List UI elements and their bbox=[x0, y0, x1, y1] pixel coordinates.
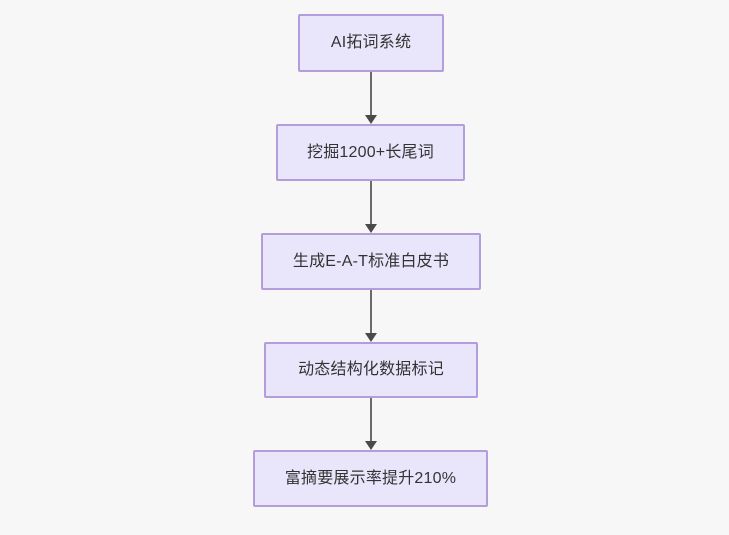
flow-node-mine-longtail-keywords[interactable]: 挖掘1200+长尾词 bbox=[276, 124, 465, 181]
connector-line bbox=[370, 398, 372, 441]
flow-connector-2 bbox=[365, 181, 377, 233]
connector-line bbox=[370, 72, 372, 115]
flow-connector-1 bbox=[365, 72, 377, 124]
arrowhead-down-icon bbox=[365, 224, 377, 233]
flow-connector-3 bbox=[365, 290, 377, 342]
arrowhead-down-icon bbox=[365, 333, 377, 342]
flow-node-generate-eat-whitepaper[interactable]: 生成E-A-T标准白皮书 bbox=[261, 233, 481, 290]
flow-node-label: 挖掘1200+长尾词 bbox=[307, 143, 434, 161]
flow-node-dynamic-structured-data-markup[interactable]: 动态结构化数据标记 bbox=[264, 342, 478, 398]
connector-line bbox=[370, 290, 372, 333]
flow-node-ai-keyword-system[interactable]: AI拓词系统 bbox=[298, 14, 444, 72]
flow-node-rich-snippet-rate-increase[interactable]: 富摘要展示率提升210% bbox=[253, 450, 488, 507]
flow-node-label: 动态结构化数据标记 bbox=[298, 361, 444, 379]
flow-node-label: 生成E-A-T标准白皮书 bbox=[292, 252, 450, 270]
flow-connector-4 bbox=[365, 398, 377, 450]
flow-node-label: 富摘要展示率提升210% bbox=[284, 469, 457, 487]
arrowhead-down-icon bbox=[365, 441, 377, 450]
arrowhead-down-icon bbox=[365, 115, 377, 124]
flow-node-label: AI拓词系统 bbox=[330, 34, 412, 52]
connector-line bbox=[370, 181, 372, 224]
